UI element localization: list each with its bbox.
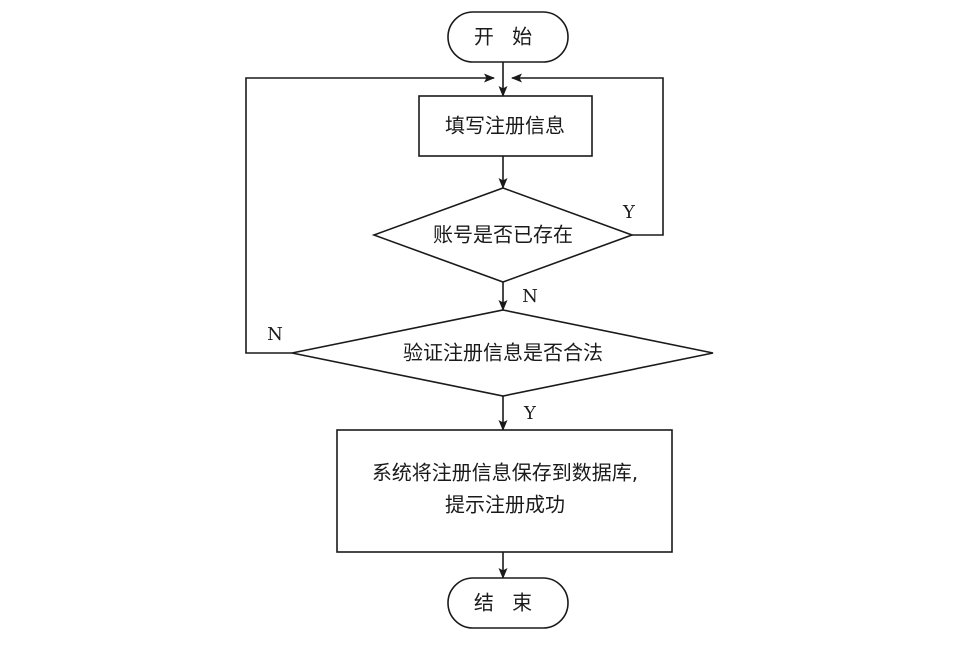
branch-label-validate-no: N xyxy=(267,324,283,345)
node-save-db xyxy=(336,429,673,553)
node-start-label: 开 始 xyxy=(474,25,538,49)
branch-label-account-exists-yes: Y xyxy=(622,202,636,223)
node-save-db-label-line2: 提示注册成功 xyxy=(445,493,565,517)
connector-validate-no-loop xyxy=(245,73,495,354)
connector-account-check-yes-loop xyxy=(511,73,664,236)
node-fill-form xyxy=(418,95,593,157)
node-end xyxy=(447,577,569,629)
node-validate-info-label: 验证注册信息是否合法 xyxy=(403,341,603,365)
node-account-exists xyxy=(371,187,635,283)
node-account-exists-label: 账号是否已存在 xyxy=(433,223,573,247)
branch-label-account-exists-no: N xyxy=(522,286,538,307)
node-save-db-label-line1: 系统将注册信息保存到数据库, xyxy=(372,461,638,485)
node-start xyxy=(447,11,569,63)
node-validate-info xyxy=(291,309,714,397)
node-end-label: 结 束 xyxy=(474,591,538,615)
branch-label-validate-yes: Y xyxy=(523,403,537,424)
node-fill-form-label: 填写注册信息 xyxy=(445,114,565,138)
